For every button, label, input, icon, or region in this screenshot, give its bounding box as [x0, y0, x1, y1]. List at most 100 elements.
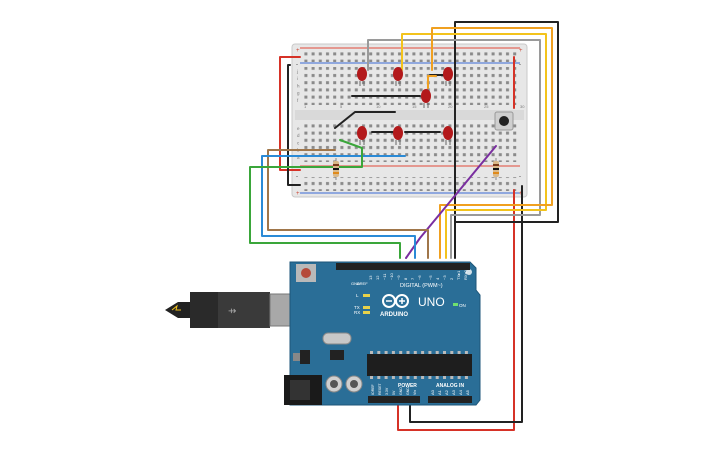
- led-7[interactable]: [443, 126, 453, 145]
- digital-pin-label: 8: [403, 277, 408, 280]
- digital-pin-label: ~9: [396, 275, 401, 280]
- wire-yellow[interactable]: [401, 33, 547, 259]
- chip-pin: [450, 376, 454, 379]
- led-1[interactable]: [357, 67, 367, 86]
- aref-label: AREF: [357, 281, 368, 286]
- chip-pin: [377, 351, 381, 354]
- led-5[interactable]: [357, 126, 367, 145]
- chip-pin: [457, 376, 461, 379]
- chip-pin: [391, 351, 395, 354]
- digital-pin-label: RX◂0: [463, 269, 468, 280]
- resistor-right[interactable]: [493, 158, 499, 180]
- wire-gray[interactable]: [367, 39, 541, 259]
- power-pin-label: IOREF: [371, 384, 375, 395]
- resistor-left[interactable]: [333, 158, 339, 180]
- digital-pin-label: ~6: [417, 275, 422, 280]
- led-4[interactable]: [421, 89, 431, 108]
- power-pin-label: 5V: [392, 390, 396, 395]
- chip-pin: [377, 376, 381, 379]
- wire-orange-jumper[interactable]: [427, 75, 437, 89]
- chip-pin: [435, 376, 439, 379]
- voltage-regulator: [300, 350, 310, 364]
- gnd-label: GND: [351, 281, 360, 286]
- led-tx-indicator: [363, 306, 370, 309]
- digital-pin-label: ~10: [389, 272, 394, 280]
- row-letter: a: [297, 155, 300, 160]
- column-number: 10: [376, 104, 381, 109]
- chip-pin: [370, 351, 373, 354]
- power-header: [368, 396, 420, 403]
- wire-green[interactable]: [249, 139, 401, 259]
- chip-pin: [443, 351, 446, 354]
- arduino-logo-icon: [382, 294, 409, 308]
- power-pin-label: 3.3V: [385, 387, 389, 395]
- digital-pin-label: 4: [435, 277, 440, 280]
- chip-pin: [413, 376, 417, 379]
- top-rail-holes: [303, 50, 517, 62]
- on-led-indicator: [453, 303, 458, 306]
- analog-pin-label: A5: [465, 389, 470, 395]
- rail-plus-label-tl: +: [296, 48, 300, 54]
- column-number: 1: [304, 104, 307, 109]
- atmega-chip-pins: [370, 351, 468, 379]
- brand-label: ARDUINO: [380, 312, 408, 318]
- rail-plus-label-tr: +: [519, 48, 523, 54]
- column-number: 25: [484, 104, 489, 109]
- chip-pin: [384, 351, 388, 354]
- analog-pin-label: A3: [451, 389, 456, 395]
- chip-pin: [421, 376, 425, 379]
- wire-blue[interactable]: [261, 155, 416, 259]
- rail-minus-label-bl: -: [296, 174, 298, 180]
- digital-pin-label: ~3: [442, 275, 447, 280]
- chip-pin: [464, 376, 468, 379]
- chip-pin: [421, 351, 425, 354]
- column-number: 20: [448, 104, 453, 109]
- digital-pin-label: ~5: [428, 275, 433, 280]
- analog-pin-label: A4: [458, 389, 463, 395]
- led-2[interactable]: [393, 67, 403, 86]
- chip-pin: [406, 376, 410, 379]
- led-rx-indicator: [363, 311, 370, 314]
- wire-black-jumper-1[interactable]: [334, 111, 396, 129]
- wire-black-left-gnd[interactable]: [287, 64, 301, 186]
- led-l-label: L: [356, 293, 359, 298]
- rail-minus-label-tr: -: [519, 62, 521, 68]
- digital-pin-label: 2: [449, 277, 454, 280]
- breadboard-body: [291, 43, 528, 198]
- push-button[interactable]: [494, 111, 514, 131]
- top-terminal-holes: [303, 67, 517, 105]
- led-tx-label: TX: [354, 305, 360, 310]
- analog-label: ANALOG IN: [436, 383, 464, 389]
- wire-brown[interactable]: [267, 149, 429, 259]
- power-pin-label: RESET: [378, 382, 382, 395]
- chip-pin: [384, 376, 388, 379]
- row-letter: i: [297, 76, 298, 81]
- usb-symbol-icon: ⇸: [228, 306, 236, 317]
- column-number: 30: [520, 104, 525, 109]
- power-pin-label: GND: [406, 387, 410, 395]
- led-3[interactable]: [443, 67, 453, 86]
- wire-red-5v[interactable]: [397, 189, 515, 431]
- wire-red-left-rail[interactable]: [279, 56, 301, 171]
- chip-pin: [428, 376, 432, 379]
- chip-pin: [406, 351, 410, 354]
- digital-pin-label: TX▸1: [456, 270, 461, 280]
- led-6[interactable]: [393, 126, 403, 145]
- wire-black-top[interactable]: [454, 21, 559, 259]
- chip-pin: [399, 351, 403, 354]
- analog-pin-label: A2: [444, 389, 449, 395]
- chip-pin: [428, 351, 432, 354]
- leds: [357, 67, 453, 145]
- row-letter: d: [297, 133, 300, 138]
- row-letter: f: [297, 98, 299, 103]
- on-label: ON: [459, 303, 466, 308]
- wire-purple[interactable]: [405, 145, 497, 259]
